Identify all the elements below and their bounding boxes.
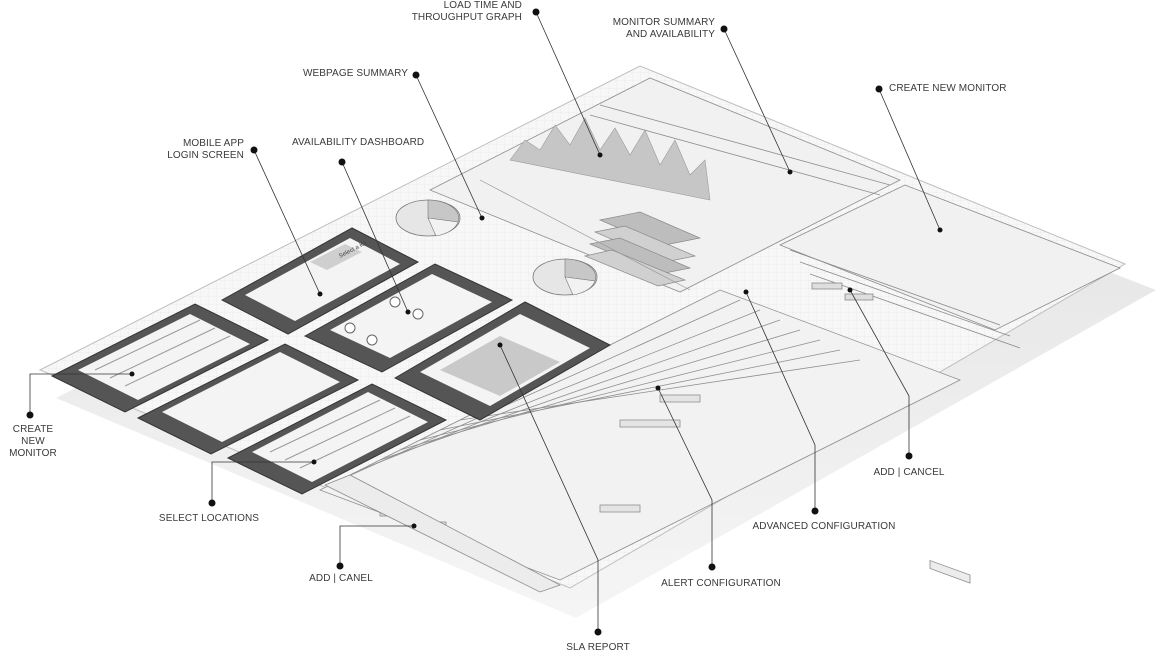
phone-select-locations [226,383,448,495]
label-create-new-monitor-left: CREATE NEW MONITOR [9,424,57,459]
phone-sla [393,301,612,421]
phone-create-monitor [50,303,270,413]
label-availability-dashboard: AVAILABILITY DASHBOARD [292,137,425,148]
label-add-canel-bottom: ADD | CANEL [309,573,373,584]
label-webpage-summary: WEBPAGE SUMMARY [302,68,408,79]
phone-blank [136,343,360,455]
label-advanced-configuration: ADVANCED CONFIGURATION [752,521,896,532]
pie-chart-mid [532,258,598,296]
label-add-cancel-right: ADD | CANCEL [873,467,945,478]
label-sla-report: SLA REPORT [566,642,630,653]
label-load-time-graph: LOAD TIME AND THROUGHPUT GRAPH [411,0,522,23]
callout-lines [29,11,941,632]
label-mobile-app-login: MOBILE APP LOGIN SCREEN [167,138,244,161]
create-monitor-panel [779,184,1121,584]
label-monitor-summary: MONITOR SUMMARY AND AVAILABILITY [612,17,715,40]
load-time-graph [509,117,711,201]
phone-availability [303,263,514,373]
callout-dots [26,8,943,636]
webpage-summary-bars [479,179,702,291]
phone-login: Select a Kit [220,227,420,335]
label-create-new-monitor-top: CREATE NEW MONITOR [889,83,1007,94]
label-select-locations: SELECT LOCATIONS [158,513,260,524]
label-alert-configuration: ALERT CONFIGURATION [661,578,781,589]
alert-config-panel [319,289,961,593]
pie-chart-top [395,199,461,237]
